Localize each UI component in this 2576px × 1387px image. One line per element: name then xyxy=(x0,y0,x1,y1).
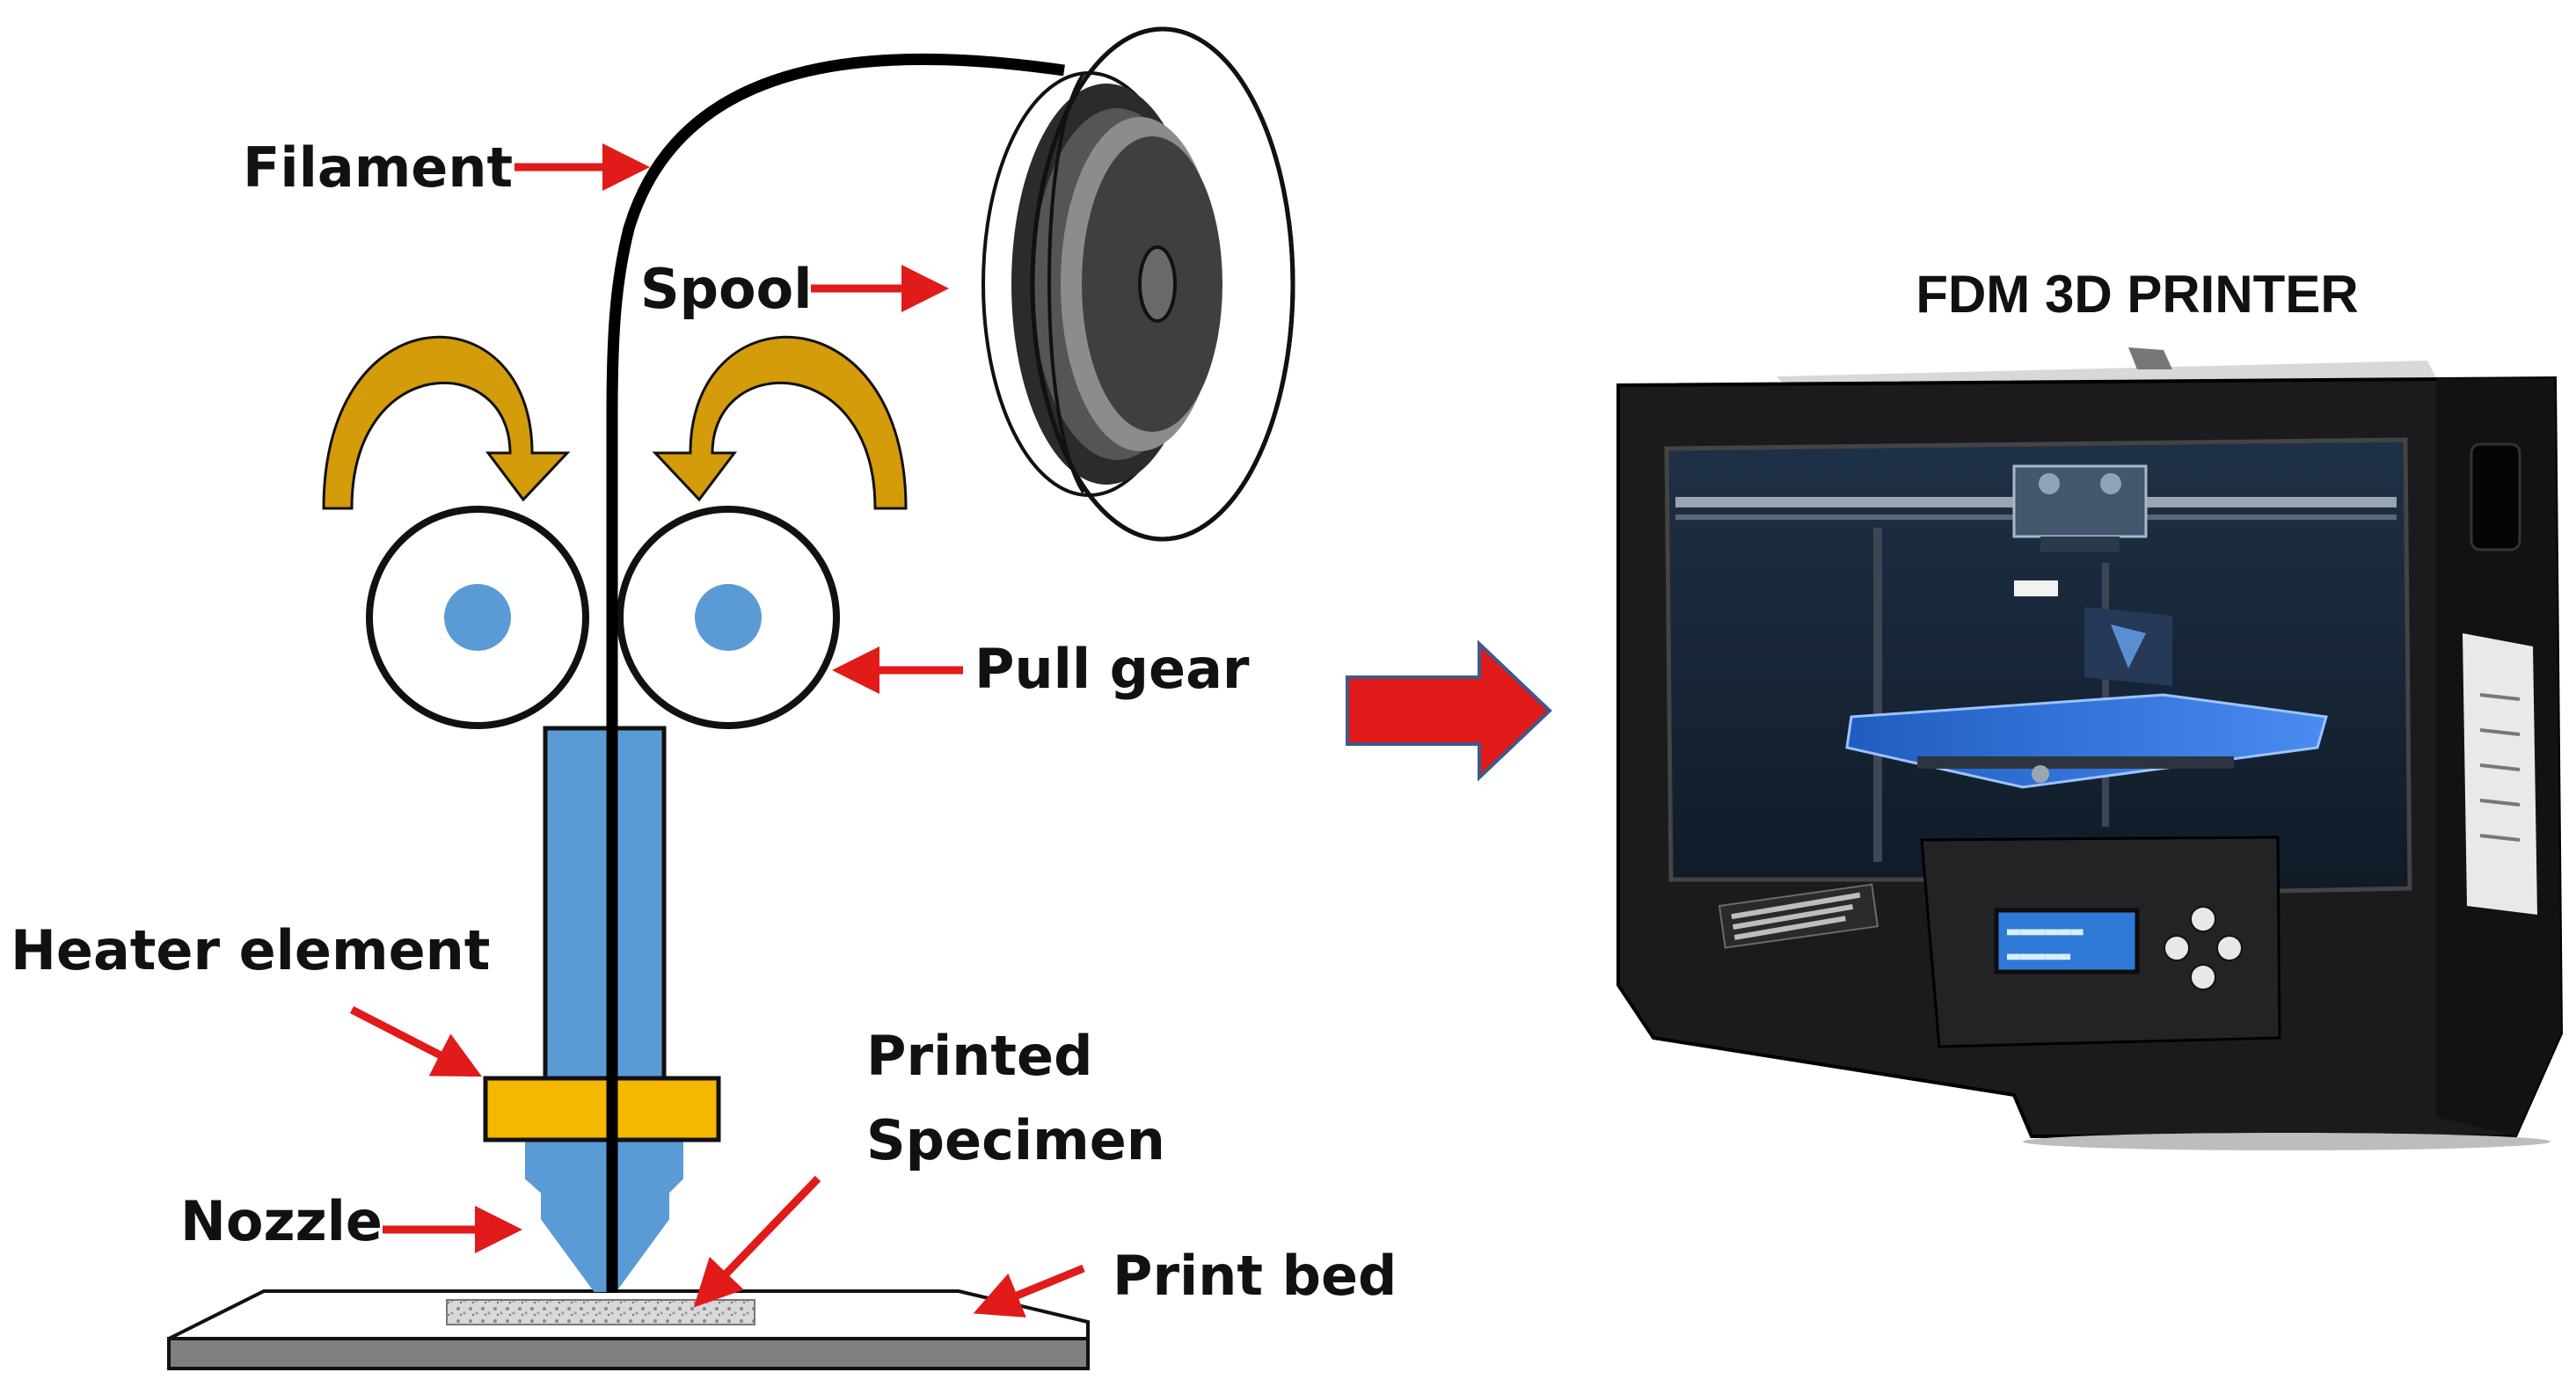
arrow-printed-specimen xyxy=(693,1175,821,1308)
label-filament: Filament xyxy=(243,135,513,200)
label-heater-element: Heater element xyxy=(11,918,490,982)
pointer-arrows xyxy=(349,143,1085,1318)
pull-gear-left xyxy=(366,506,589,729)
fdm-printer-illustration: ▬▬▬▬▬▬ ▬▬▬▬▬ xyxy=(1616,347,2564,1150)
control-buttons xyxy=(2164,906,2243,990)
arrow-print-bed xyxy=(973,1264,1085,1318)
lcd-screen xyxy=(1994,908,2140,975)
filament xyxy=(606,53,1065,1293)
svg-text:▬▬▬▬▬▬: ▬▬▬▬▬▬ xyxy=(2007,918,2083,943)
side-handle xyxy=(2470,442,2521,551)
gear-hub-right xyxy=(695,584,762,651)
transition-arrow-icon xyxy=(1346,639,1552,782)
side-sticker xyxy=(2463,633,2537,915)
arrow-heater-element xyxy=(349,1005,483,1077)
printed-specimen xyxy=(446,1299,755,1325)
label-spool: Spool xyxy=(640,257,812,321)
brand-decal xyxy=(1718,883,1879,949)
rotation-arrow-right-icon xyxy=(652,335,908,510)
extruder-head xyxy=(2012,464,2148,538)
label-nozzle: Nozzle xyxy=(180,1189,383,1253)
rotation-arrow-left-icon xyxy=(322,335,571,510)
nozzle-body xyxy=(525,1139,683,1292)
label-pull-gear: Pull gear xyxy=(974,637,1250,701)
hot-end-tube xyxy=(543,726,667,1083)
label-print-bed: Print bed xyxy=(1113,1244,1397,1308)
gear-hub-left xyxy=(444,584,511,651)
pull-gear-right xyxy=(617,506,840,729)
label-printed: Printed xyxy=(866,1024,1092,1088)
svg-text:▬▬▬▬▬: ▬▬▬▬▬ xyxy=(2007,943,2071,967)
spool xyxy=(982,26,1295,542)
label-specimen: Specimen xyxy=(866,1108,1165,1172)
printer-title: FDM 3D PRINTER xyxy=(1916,265,2358,324)
heater-element xyxy=(483,1076,721,1142)
